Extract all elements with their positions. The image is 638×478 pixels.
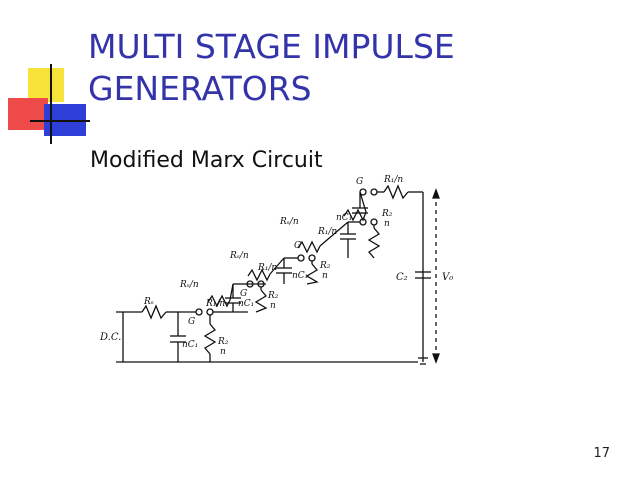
label-v0: V₀ — [442, 272, 453, 283]
label-r2-4: R₂ — [381, 209, 393, 219]
slide-title-line1: MULTI STAGE IMPULSE — [88, 27, 455, 66]
label-g-3: G — [294, 241, 301, 251]
slide-subtitle: Modified Marx Circuit — [90, 148, 323, 173]
label-n-2: n — [270, 301, 276, 311]
label-n-3: n — [322, 271, 328, 281]
label-r1-n-4: R₁/n — [383, 175, 403, 185]
label-g-2: G — [240, 289, 247, 299]
slide-title: MULTI STAGE IMPULSE GENERATORS — [88, 26, 608, 110]
label-c2: C₂ — [396, 272, 408, 283]
decor-horizontal-line — [30, 120, 90, 122]
label-nc1-1: nC₁ — [182, 340, 198, 350]
label-r2-1: R₂ — [217, 337, 229, 347]
label-r2-2: R₂ — [267, 291, 279, 301]
label-n-4: n — [384, 219, 390, 229]
label-n-1: n — [220, 347, 226, 357]
label-r1-n-2: R₁/n — [257, 263, 277, 273]
label-r1-n-3: R₁/n — [317, 227, 337, 237]
marx-circuit-diagram: D.C. Rₛ Rₛ/n R₁/n G nC₁ R₂ n Rₛ/n R₁/n G… — [99, 175, 453, 365]
label-rs: Rₛ — [143, 297, 154, 307]
label-g-1: G — [188, 317, 195, 327]
label-r1-n-1: R₁/n — [205, 299, 225, 309]
label-nc1-2: nC₁ — [238, 299, 254, 309]
label-rs-n-3: Rₛ/n — [279, 217, 299, 227]
label-rs-n-1: Rₛ/n — [179, 280, 199, 290]
decor-yellow-square — [28, 68, 64, 102]
slide-title-line2: GENERATORS — [88, 69, 312, 108]
label-r2-3: R₂ — [319, 261, 331, 271]
label-nc1-4: nC₁ — [336, 213, 352, 223]
decor-red-square — [8, 98, 48, 130]
label-dc: D.C. — [99, 332, 121, 343]
decor-vertical-line — [50, 64, 52, 144]
page-number: 17 — [593, 446, 610, 461]
label-nc1-3: nC₁ — [292, 271, 308, 281]
label-g-4: G — [356, 177, 363, 187]
label-rs-n-2: Rₛ/n — [229, 251, 249, 261]
